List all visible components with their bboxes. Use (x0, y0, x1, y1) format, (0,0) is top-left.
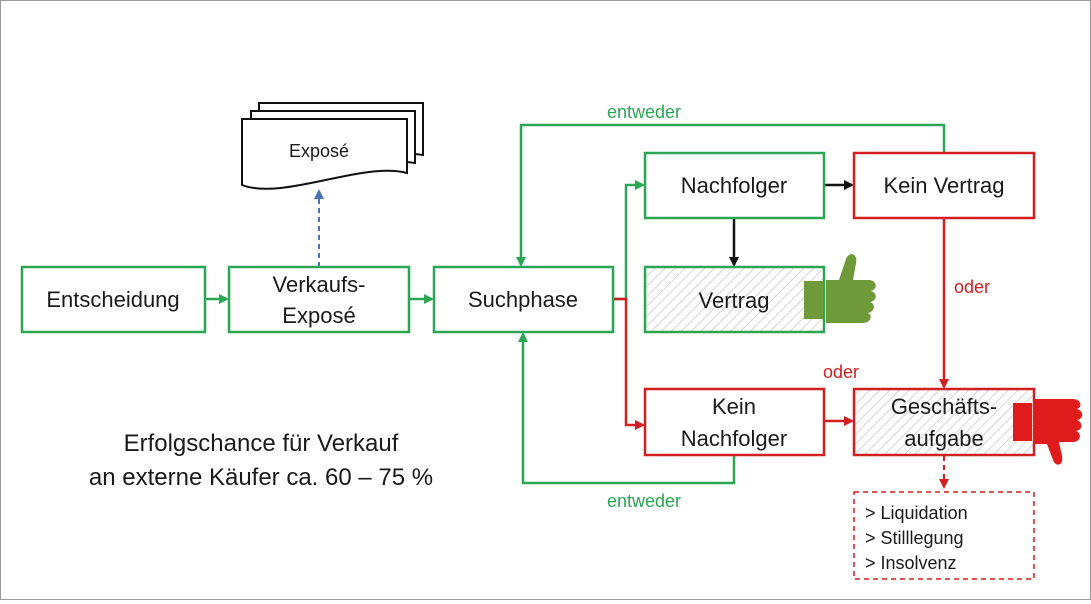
thumbs-down-icon (1013, 399, 1083, 465)
edge-label-oder-mid: oder (823, 362, 859, 382)
node-verkaufs-expose: Verkaufs- Exposé (227, 265, 411, 334)
connectors (205, 123, 949, 489)
expose-doc-label: Exposé (289, 141, 349, 161)
success-note-line1: Erfolgschance für Verkauf (124, 430, 399, 457)
node-kein-vertrag-label: Kein Vertrag (883, 173, 1004, 198)
node-entscheidung-label: Entscheidung (46, 287, 179, 312)
edge-label-entweder-top: entweder (607, 102, 681, 122)
node-kein-nachfolger-line2: Nachfolger (681, 426, 787, 451)
outcome-item: > Liquidation (865, 503, 968, 523)
node-kein-nachfolger: Kein Nachfolger (643, 387, 826, 457)
arrow-kein-vertrag-back-to-suchphase (516, 123, 946, 267)
arrow-suchphase-kein-nachfolger (613, 297, 645, 430)
node-suchphase-label: Suchphase (468, 287, 578, 312)
node-verkaufs-expose-line2: Exposé (282, 303, 355, 328)
node-suchphase: Suchphase (432, 265, 615, 334)
node-kein-vertrag: Kein Vertrag (852, 151, 1036, 220)
node-entscheidung: Entscheidung (20, 265, 207, 334)
edge-label-entweder-bottom: entweder (607, 491, 681, 511)
node-verkaufs-expose-line1: Verkaufs- (273, 272, 366, 297)
arrow-kein-nachfolger-back-to-suchphase (518, 332, 736, 485)
outcome-item: > Insolvenz (865, 553, 957, 573)
node-geschaeftsaufgabe: Geschäfts- aufgabe (852, 387, 1036, 457)
outcomes-list: > Liquidation > Stilllegung > Insolvenz (853, 491, 1035, 580)
edge-label-oder-right: oder (954, 277, 990, 297)
node-vertrag: Vertrag (643, 265, 826, 334)
outcome-item: > Stilllegung (865, 528, 964, 548)
arrow-suchphase-nachfolger (613, 180, 645, 301)
node-geschaeftsaufgabe-line1: Geschäfts- (891, 394, 997, 419)
node-kein-nachfolger-line1: Kein (712, 394, 756, 419)
document-stack-icon: Exposé (241, 102, 424, 190)
node-vertrag-label: Vertrag (699, 288, 770, 313)
node-nachfolger: Nachfolger (643, 151, 826, 220)
thumbs-up-icon (804, 254, 876, 323)
success-note-line2: an externe Käufer ca. 60 – 75 % (89, 464, 433, 491)
node-nachfolger-label: Nachfolger (681, 173, 787, 198)
node-geschaeftsaufgabe-line2: aufgabe (904, 426, 984, 451)
